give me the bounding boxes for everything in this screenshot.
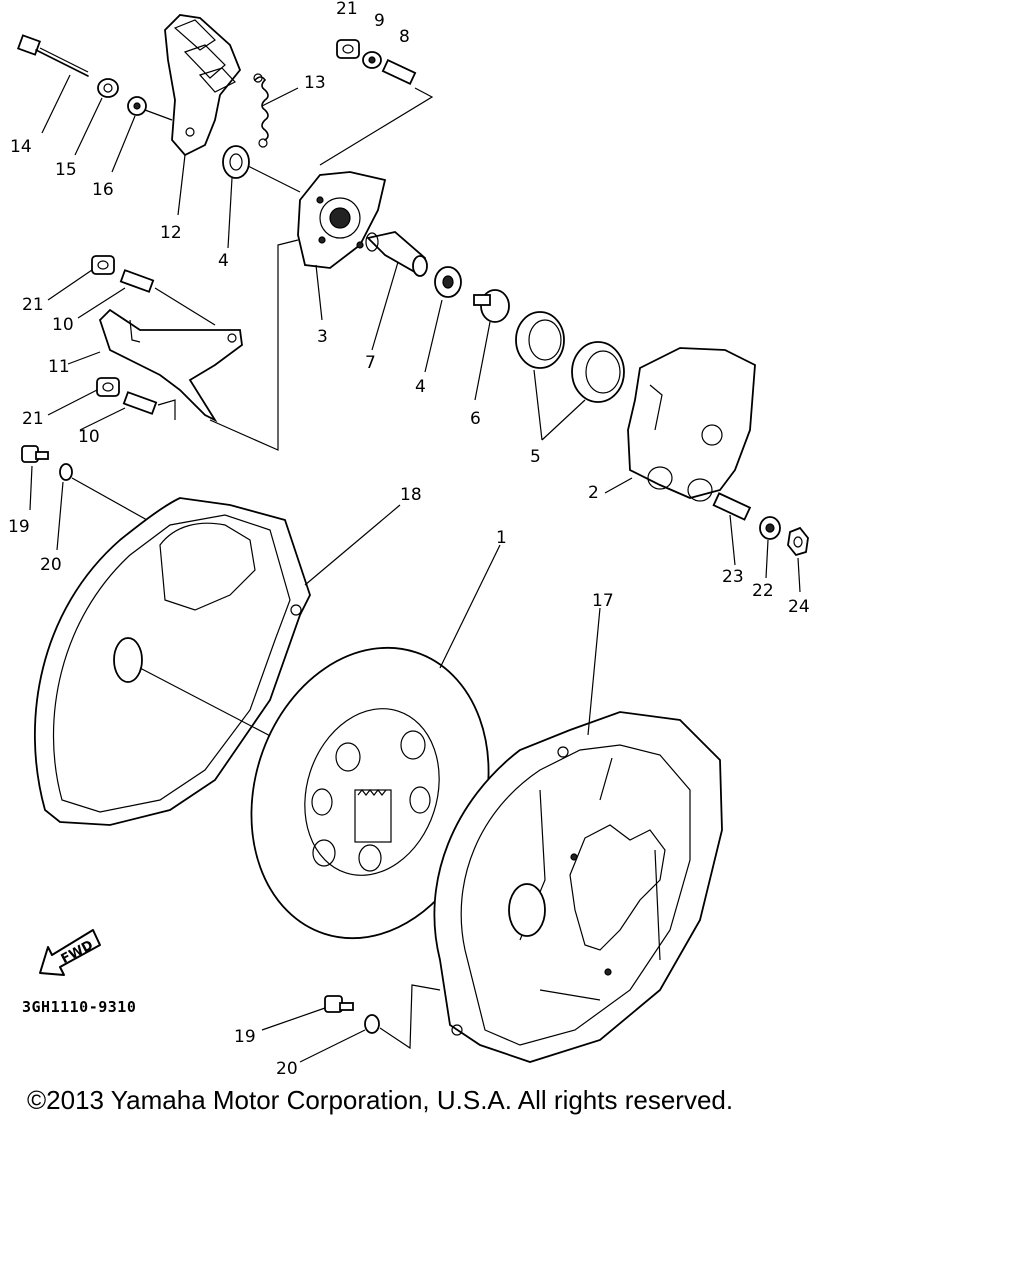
brake-assembly-diagram: 21 9 8 13 14 15 16 12 4 3 7 4 6 5 2 21 1… [8, 0, 810, 1079]
part-10-bolt-lower [122, 391, 158, 415]
callout-18: 18 [400, 485, 422, 505]
part-8-stud [381, 59, 417, 85]
part-2-caliper [627, 347, 756, 502]
part-3-housing [297, 171, 387, 269]
callout-13: 13 [304, 73, 326, 93]
callout-9: 9 [374, 11, 385, 31]
part-14-bolt [16, 34, 89, 77]
callout-21-low: 21 [22, 409, 44, 429]
part-4-seal-lower [434, 266, 462, 298]
callout-3: 3 [317, 327, 328, 347]
part-6-pin [473, 289, 510, 323]
callout-5: 5 [530, 447, 541, 467]
part-20-washer-upper [59, 463, 73, 481]
part-15-nut [97, 78, 119, 98]
callout-7: 7 [365, 353, 376, 373]
part-23-stud [712, 492, 752, 521]
part-24-nut [787, 526, 809, 557]
callout-20-lower: 20 [276, 1059, 298, 1079]
part-4-seal-upper [222, 145, 250, 179]
callout-17: 17 [592, 591, 614, 611]
callout-1: 1 [496, 528, 507, 548]
part-1-disc [250, 646, 490, 940]
callout-14: 14 [10, 137, 32, 157]
callout-19-lower: 19 [234, 1027, 256, 1047]
part-12-lever-arm [144, 14, 242, 157]
part-17-backing-plate [433, 711, 723, 1063]
part-20-washer-lower [364, 1014, 380, 1034]
callout-10-upper: 10 [52, 315, 74, 335]
part-13-spring [253, 73, 269, 148]
part-19-bolt-lower [324, 995, 354, 1013]
diagram-code: 3GH1110-9310 [22, 998, 137, 1016]
part-21-nut-mid [91, 255, 115, 275]
part-16-washer [127, 96, 147, 116]
part-9-washer [362, 51, 382, 69]
part-5-piston-a [515, 311, 565, 369]
part-11-bracket [98, 308, 243, 423]
leader-lines [29, 74, 801, 1063]
part-21-nut-low [96, 377, 120, 397]
callout-12: 12 [160, 223, 182, 243]
part-22-washer [759, 516, 781, 540]
callout-4-lower: 4 [415, 377, 426, 397]
callout-15: 15 [55, 160, 77, 180]
part-7-camshaft [365, 231, 428, 277]
part-18-cover [34, 497, 311, 826]
part-21-nut-top [336, 39, 360, 59]
callout-11: 11 [48, 357, 70, 377]
callout-2: 2 [588, 483, 599, 503]
callout-24: 24 [788, 597, 810, 617]
callout-6: 6 [470, 409, 481, 429]
callout-19-upper: 19 [8, 517, 30, 537]
callout-labels: 21 9 8 13 14 15 16 12 4 3 7 4 6 5 2 21 1… [8, 0, 810, 1079]
callout-16: 16 [92, 180, 114, 200]
callout-21: 21 [336, 0, 358, 19]
callout-22: 22 [752, 581, 774, 601]
part-5-piston-b [571, 341, 625, 403]
callout-4-upper: 4 [218, 251, 229, 271]
callout-20-upper: 20 [40, 555, 62, 575]
fwd-arrow-icon: FWD [39, 929, 101, 976]
part-10-bolt-upper [119, 269, 155, 293]
callout-21-mid: 21 [22, 295, 44, 315]
callout-10-lower: 10 [78, 427, 100, 447]
part-19-bolt-upper [21, 445, 49, 463]
callout-23: 23 [722, 567, 744, 587]
callout-8: 8 [399, 27, 410, 47]
copyright-notice: ©2013 Yamaha Motor Corporation, U.S.A. A… [27, 1085, 734, 1115]
